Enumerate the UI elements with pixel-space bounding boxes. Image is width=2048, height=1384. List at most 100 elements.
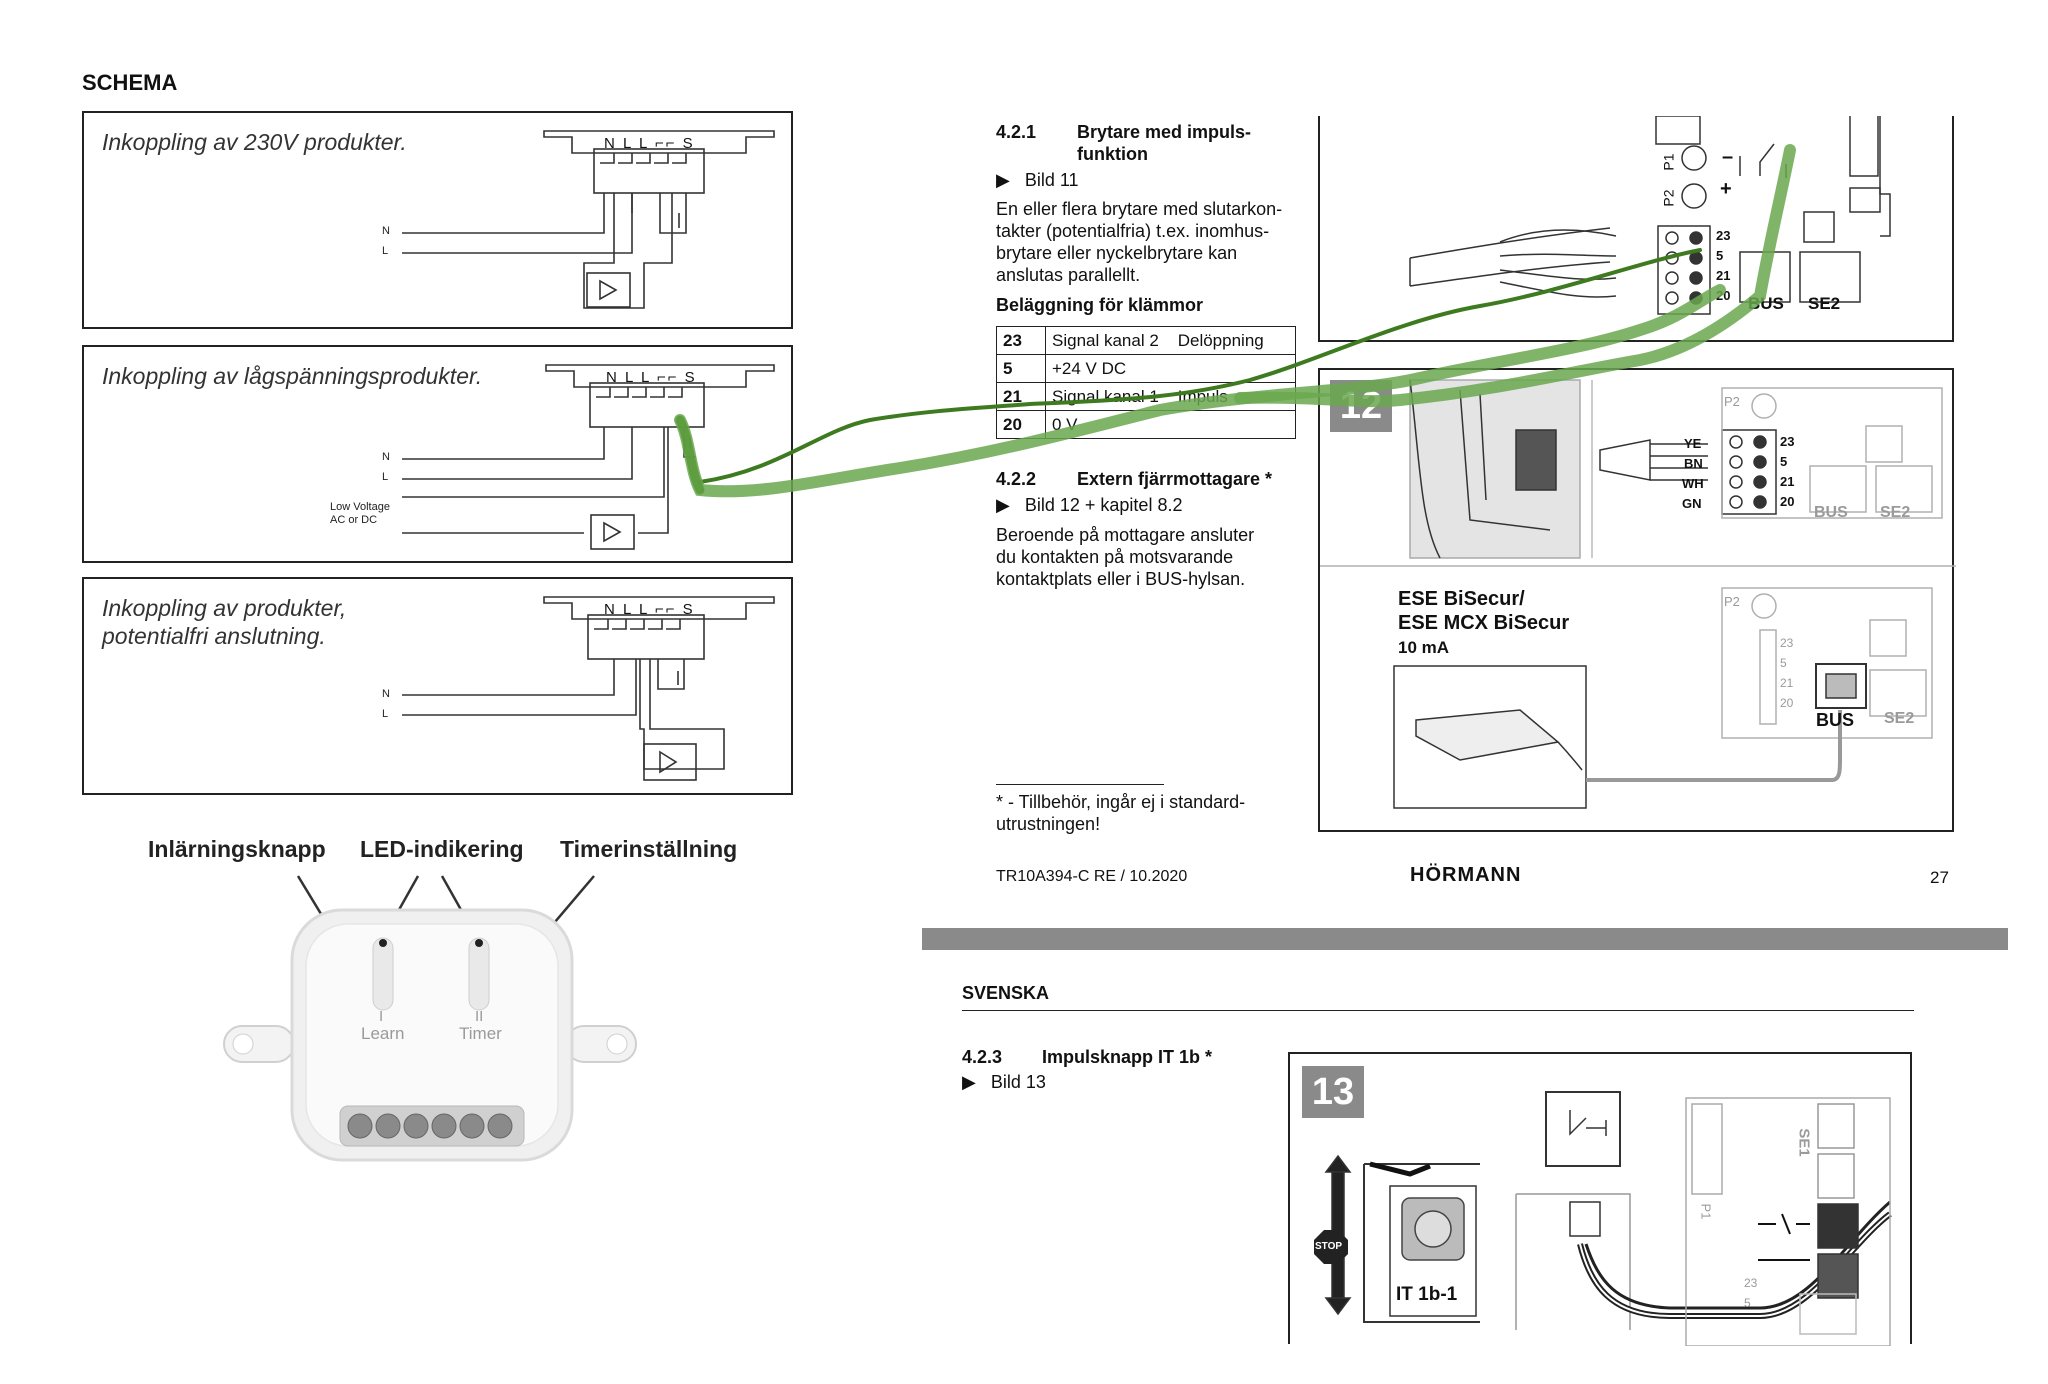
wiring-diagram-potential-free: [402, 596, 775, 781]
fig12-g5: 5: [1780, 656, 1787, 670]
section-421-number: 4.2.1: [996, 122, 1037, 142]
terminal-number: 5: [996, 354, 1046, 383]
fig13-se1: SE1: [1795, 1128, 1813, 1157]
terminal-description: 0 V: [1045, 410, 1296, 439]
fig13-p1: P1: [1698, 1203, 1714, 1220]
fig12-p2: P2: [1724, 394, 1740, 409]
wire-label-l: L: [382, 245, 389, 257]
terminal-labels: N L L ⌐⌐ S: [606, 369, 697, 386]
fig11-bus: BUS: [1748, 294, 1784, 313]
fig12-wire-gn: GN: [1682, 496, 1702, 511]
ese-title-1: ESE BiSecur/: [1398, 588, 1525, 610]
figure-12-panel: 12: [1318, 368, 1956, 832]
ese-title-2: ESE MCX BiSecur: [1398, 612, 1570, 634]
timer-numeral: II: [475, 1008, 484, 1025]
bild-13-ref: ▶ Bild 13: [962, 1072, 1046, 1092]
fig13-t23: 23: [1744, 1276, 1758, 1290]
section-422-number: 4.2.2: [996, 469, 1037, 489]
ese-current: 10 mA: [1398, 638, 1450, 657]
fig12-g21: 21: [1780, 676, 1794, 690]
schema-box-230v: Inkoppling av 230V produkter. N L L ⌐⌐ S…: [82, 111, 793, 329]
fig11-se2: SE2: [1808, 294, 1841, 313]
fig12-se2: SE2: [1880, 504, 1911, 521]
fig11-t21: 21: [1716, 268, 1731, 283]
page-divider-band: [922, 928, 2008, 950]
it-1b-label: IT 1b-1: [1396, 1284, 1458, 1305]
page-number: 27: [1930, 868, 1949, 887]
fig12-wire-wh: WH: [1682, 476, 1704, 491]
body-421-line-3: brytare eller nyckelbrytare kan: [996, 243, 1238, 263]
fig12-t23: 23: [1780, 434, 1795, 449]
fig12-se2-b: SE2: [1884, 710, 1915, 727]
fig12-g20: 20: [1780, 696, 1794, 710]
wiring-diagram-low-voltage: [402, 364, 775, 550]
fig12-t20: 20: [1780, 494, 1795, 509]
schema-title: SCHEMA: [82, 70, 178, 95]
bild-12-ref: ▶ Bild 12 + kapitel 8.2: [996, 495, 1183, 515]
body-422-line-2: du kontakten på motsvarande: [996, 547, 1234, 567]
callout-led-indicator: LED-indikering: [360, 836, 524, 862]
fig11-minus: –: [1722, 146, 1734, 168]
body-421-line-4: anslutas parallellt.: [996, 265, 1141, 285]
stop-sign-label: STOP: [1315, 1241, 1343, 1252]
terminal-number: 23: [996, 326, 1046, 355]
timer-label: Timer: [459, 1024, 502, 1043]
schema-box-potential-free: Inkoppling av produkter, potentialfri an…: [82, 577, 793, 795]
fig12-t21: 21: [1780, 474, 1795, 489]
fig11-p2-label: P2: [1660, 189, 1677, 207]
fig12-bus: BUS: [1814, 504, 1848, 521]
fig11-plus: +: [1720, 178, 1732, 200]
section-423-title: Impulsknapp IT 1b *: [1042, 1047, 1213, 1067]
terminal-description: +24 V DC: [1045, 354, 1296, 383]
body-421-line-1: En eller flera brytare med slutarkon-: [996, 199, 1283, 219]
wire-label-n: N: [382, 451, 390, 463]
low-voltage-label: Low Voltage: [330, 501, 390, 513]
terminal-labels: N L L ⌐⌐ S: [604, 135, 695, 152]
footnote-divider: [996, 784, 1164, 785]
section-421-title-1: Brytare med impuls-: [1077, 122, 1252, 142]
wire-label-n: N: [382, 225, 390, 237]
language-heading: SVENSKA: [962, 983, 1050, 1003]
language-rule: [962, 1010, 1914, 1011]
fig12-g23: 23: [1780, 636, 1794, 650]
wiring-diagram-230v: [402, 130, 775, 309]
figure-13-drawing: [1314, 1091, 1892, 1346]
terminals-heading: Beläggning för klämmor: [996, 295, 1204, 315]
schema-caption-potential-free-2: potentialfri anslutning.: [102, 623, 326, 649]
footnote-line-2: utrustningen!: [996, 814, 1101, 834]
brand-logo: HÖRMANN: [1410, 864, 1522, 886]
schema-caption-low-voltage: Inkoppling av lågspänningsprodukter.: [102, 363, 483, 389]
schema-box-low-voltage: Inkoppling av lågspänningsprodukter. N L…: [82, 345, 793, 563]
fig11-p1-label: P1: [1660, 153, 1677, 171]
table-row: 5+24 V DC: [996, 354, 1296, 383]
fig11-t20: 20: [1716, 288, 1731, 303]
fig11-t23: 23: [1716, 228, 1731, 243]
schema-caption-230v: Inkoppling av 230V produkter.: [102, 129, 407, 155]
fig13-t5: 5: [1744, 1296, 1751, 1310]
section-421-title-2: funktion: [1077, 144, 1148, 164]
section-423-number: 4.2.3: [962, 1047, 1003, 1067]
body-422-line-3: kontaktplats eller i BUS-hylsan.: [996, 569, 1246, 589]
callout-learn-button: Inlärningsknapp: [148, 836, 326, 862]
body-422-line-1: Beroende på mottagare ansluter: [996, 525, 1255, 545]
fig12-wire-bn: BN: [1684, 456, 1703, 471]
wire-label-l: L: [382, 471, 389, 483]
fig12-wire-ye: YE: [1684, 436, 1702, 451]
fig11-t5: 5: [1716, 248, 1724, 263]
relay-device-illustration: [223, 875, 637, 1162]
footnote-line-1: * - Tillbehör, ingår ej i standard-: [996, 792, 1246, 812]
wire-label-n: N: [382, 688, 390, 700]
wire-label-l: L: [382, 708, 389, 720]
terminal-number: 20: [996, 410, 1046, 439]
learn-numeral: I: [379, 1008, 384, 1025]
terminal-labels: N L L ⌐⌐ S: [604, 601, 695, 618]
bild-11-ref: ▶ Bild 11: [996, 170, 1079, 190]
ac-dc-label: AC or DC: [330, 514, 378, 526]
fig12-t5: 5: [1780, 454, 1788, 469]
terminal-description: Signal kanal 2 Delöppning: [1045, 326, 1296, 355]
terminal-number: 21: [996, 382, 1046, 411]
